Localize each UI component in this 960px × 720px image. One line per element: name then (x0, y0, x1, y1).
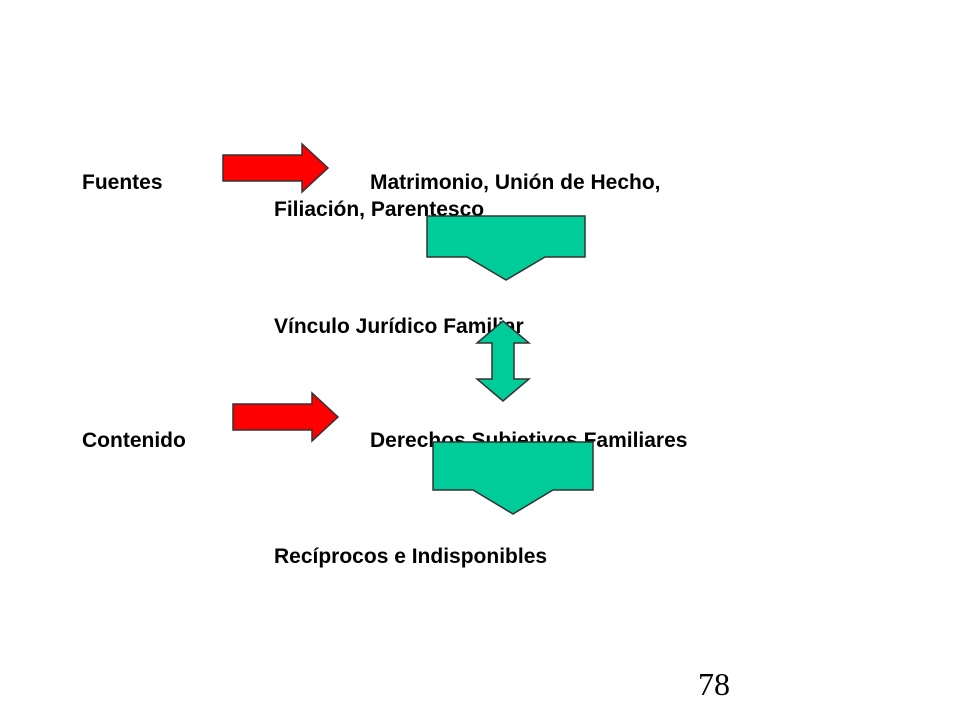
green-down-arrow-icon (432, 441, 594, 515)
green-up-down-arrow-icon (474, 320, 532, 402)
fuentes-line-1: Matrimonio, Unión de Hecho, (370, 171, 661, 194)
vinculo-text: Vínculo Jurídico Familiar (274, 315, 524, 338)
contenido-label: Contenido (82, 429, 186, 452)
fuentes-label: Fuentes (82, 171, 163, 194)
green-down-arrow-icon (426, 215, 586, 281)
red-right-arrow-icon (232, 391, 340, 443)
reciprocos-text: Recíprocos e Indisponibles (274, 545, 548, 568)
fuentes-line-2: Filiación, Parentesco (274, 198, 485, 221)
red-right-arrow-icon (222, 142, 330, 194)
page-number: 78 (698, 666, 730, 702)
